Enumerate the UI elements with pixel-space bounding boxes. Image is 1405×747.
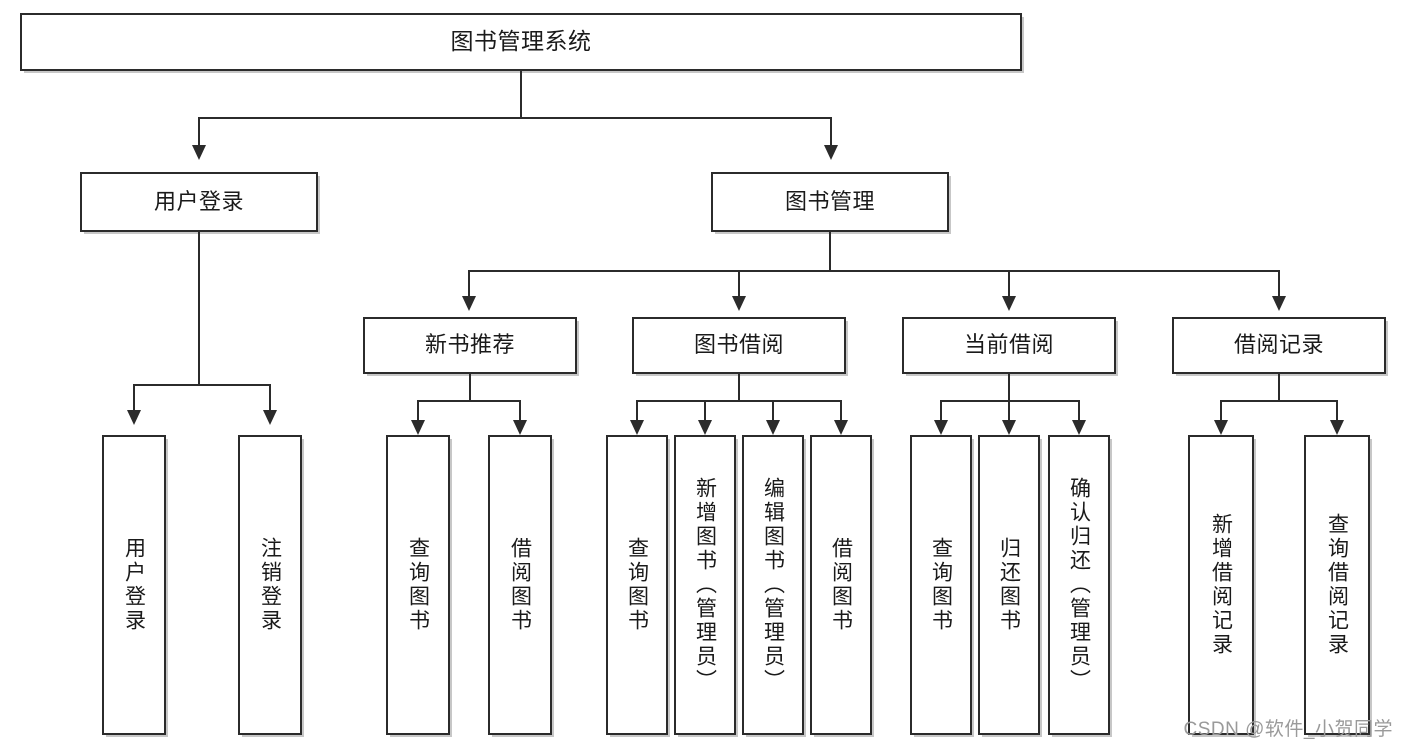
connector-new-book-stem: [469, 374, 471, 402]
node-label: 查询图书: [625, 537, 649, 633]
node-label: 借阅图书: [508, 537, 532, 633]
connector-book-borrow-drop-1: [636, 400, 638, 422]
node-borrow-record[interactable]: 借阅记录: [1172, 317, 1386, 374]
arrowhead-new-book-leaf-2: [513, 420, 527, 435]
connector-level3-drop-1: [468, 270, 470, 298]
arrowhead-book-borrow-leaf-2: [698, 420, 712, 435]
arrowhead-book-borrow-leaf-3: [766, 420, 780, 435]
leaf-user-logout[interactable]: 注销登录: [238, 435, 302, 735]
connector-level3-bus: [468, 270, 1280, 272]
connector-book-borrow-drop-4: [840, 400, 842, 422]
arrowhead-current-borrow-leaf-2: [1002, 420, 1016, 435]
connector-user-login-stem: [198, 232, 200, 384]
connector-current-borrow-drop-3: [1078, 400, 1080, 422]
arrowhead-current-borrow-leaf-1: [934, 420, 948, 435]
arrowhead-current-borrow-leaf-3: [1072, 420, 1086, 435]
node-label: 图书管理系统: [450, 28, 592, 55]
leaf-query-book-recommend[interactable]: 查询图书: [386, 435, 450, 735]
connector-current-borrow-drop-2: [1008, 400, 1010, 422]
arrowhead-to-new-book: [462, 296, 476, 311]
leaf-query-borrow-record[interactable]: 查询借阅记录: [1304, 435, 1370, 735]
leaf-borrow-book[interactable]: 借阅图书: [810, 435, 872, 735]
arrowhead-borrow-record-leaf-1: [1214, 420, 1228, 435]
node-user-login[interactable]: 用户登录: [80, 172, 318, 232]
connector-user-login-drop-2: [269, 384, 271, 412]
node-label: 查询图书: [406, 537, 430, 633]
node-label: 图书借阅: [693, 332, 784, 358]
connector-book-borrow-stem: [738, 374, 740, 402]
leaf-confirm-return-admin[interactable]: 确认归还（管理员）: [1048, 435, 1110, 735]
connector-level3-drop-3: [1008, 270, 1010, 298]
node-label: 图书管理: [784, 188, 875, 214]
connector-root-drop-left: [198, 117, 200, 147]
node-root-system[interactable]: 图书管理系统: [20, 13, 1022, 71]
connector-level3-drop-4: [1278, 270, 1280, 298]
arrowhead-to-borrow-record: [1272, 296, 1286, 311]
node-label: 注销登录: [258, 537, 282, 633]
node-label: 用户登录: [153, 188, 244, 214]
connector-root-bus: [198, 117, 832, 119]
leaf-edit-book-admin[interactable]: 编辑图书（管理员）: [742, 435, 804, 735]
leaf-return-book[interactable]: 归还图书: [978, 435, 1040, 735]
connector-new-book-drop-2: [519, 400, 521, 422]
arrowhead-borrow-record-leaf-2: [1330, 420, 1344, 435]
arrowhead-to-current-borrow: [1002, 296, 1016, 311]
leaf-borrow-book-recommend[interactable]: 借阅图书: [488, 435, 552, 735]
node-label: 新增借阅记录: [1209, 513, 1233, 657]
connector-current-borrow-drop-1: [940, 400, 942, 422]
connector-root-drop-right: [830, 117, 832, 147]
leaf-add-borrow-record[interactable]: 新增借阅记录: [1188, 435, 1254, 735]
node-book-borrow[interactable]: 图书借阅: [632, 317, 846, 374]
arrowhead-to-user-login: [192, 145, 206, 160]
node-label: 当前借阅: [963, 332, 1054, 358]
node-label: 用户登录: [122, 537, 146, 633]
connector-new-book-drop-1: [417, 400, 419, 422]
node-label: 归还图书: [997, 537, 1021, 633]
node-label: 借阅记录: [1233, 332, 1324, 358]
connector-current-borrow-bus: [940, 400, 1080, 402]
node-label: 新书推荐: [424, 332, 515, 358]
node-new-book-recommend[interactable]: 新书推荐: [363, 317, 577, 374]
connector-borrow-record-drop-2: [1336, 400, 1338, 422]
node-label: 新增图书（管理员）: [693, 477, 717, 693]
node-label: 查询图书: [929, 537, 953, 633]
connector-user-login-bus: [133, 384, 269, 386]
connector-book-borrow-drop-3: [772, 400, 774, 422]
connector-borrow-record-stem: [1278, 374, 1280, 402]
connector-root-stem: [520, 71, 522, 117]
arrowhead-user-login-leaf-2: [263, 410, 277, 425]
node-label: 编辑图书（管理员）: [761, 477, 785, 693]
connector-book-manage-stem: [829, 232, 831, 272]
arrowhead-new-book-leaf-1: [411, 420, 425, 435]
leaf-query-book-borrow[interactable]: 查询图书: [606, 435, 668, 735]
arrowhead-to-book-borrow: [732, 296, 746, 311]
node-current-borrow[interactable]: 当前借阅: [902, 317, 1116, 374]
leaf-user-login[interactable]: 用户登录: [102, 435, 166, 735]
connector-current-borrow-stem: [1008, 374, 1010, 402]
node-book-manage[interactable]: 图书管理: [711, 172, 949, 232]
leaf-query-book-current[interactable]: 查询图书: [910, 435, 972, 735]
connector-user-login-drop-1: [133, 384, 135, 412]
leaf-add-book-admin[interactable]: 新增图书（管理员）: [674, 435, 736, 735]
arrowhead-book-borrow-leaf-1: [630, 420, 644, 435]
connector-book-borrow-drop-2: [704, 400, 706, 422]
connector-book-borrow-bus: [636, 400, 841, 402]
node-label: 查询借阅记录: [1325, 513, 1349, 657]
arrowhead-book-borrow-leaf-4: [834, 420, 848, 435]
node-label: 确认归还（管理员）: [1067, 477, 1091, 693]
connector-borrow-record-drop-1: [1220, 400, 1222, 422]
arrowhead-user-login-leaf-1: [127, 410, 141, 425]
connector-new-book-bus: [417, 400, 521, 402]
connector-borrow-record-bus: [1220, 400, 1338, 402]
node-label: 借阅图书: [829, 537, 853, 633]
connector-level3-drop-2: [738, 270, 740, 298]
arrowhead-to-book-manage: [824, 145, 838, 160]
